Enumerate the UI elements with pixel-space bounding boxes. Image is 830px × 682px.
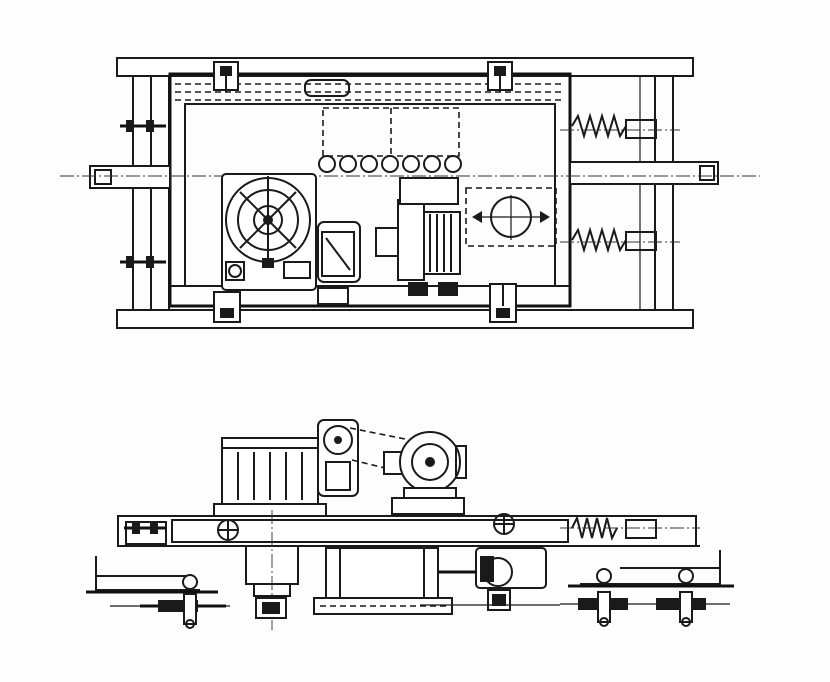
main-shaft [60,161,760,189]
elevation-motor [383,431,467,515]
spring-upper [560,112,680,140]
bottom-rail [116,309,694,329]
elevation-spring [560,515,700,541]
drive-motor [375,177,461,296]
right-post [654,75,674,311]
left-support-arm [86,556,218,594]
top-rail [116,57,694,77]
right-support-arm [568,545,734,588]
bottom-clamp-right [489,283,517,323]
top-clamp-right [487,61,513,92]
secondary-unit [465,187,557,247]
drive-belt-upper [349,427,411,441]
elevation-view [86,419,734,630]
left-post-inner [150,75,170,311]
right-axle-assembly [560,591,730,627]
right-drive-assembly [420,547,560,611]
main-gearbox [221,173,317,291]
left-bolts [120,120,166,268]
gearbox-output-shaft [245,510,299,630]
elevation-reducer [317,419,359,497]
top-clamp-left [213,61,239,92]
gear-reducer [317,221,361,305]
left-axle-assembly [110,593,230,629]
center-housing [313,547,453,615]
elevation-gearbox [213,437,327,517]
plan-view [60,57,760,329]
bottom-clamp-left [213,291,241,323]
left-post-outer [132,75,152,311]
bolt-circle-row [318,155,462,173]
carriage-frame [168,72,572,308]
spring-lower [560,226,680,254]
